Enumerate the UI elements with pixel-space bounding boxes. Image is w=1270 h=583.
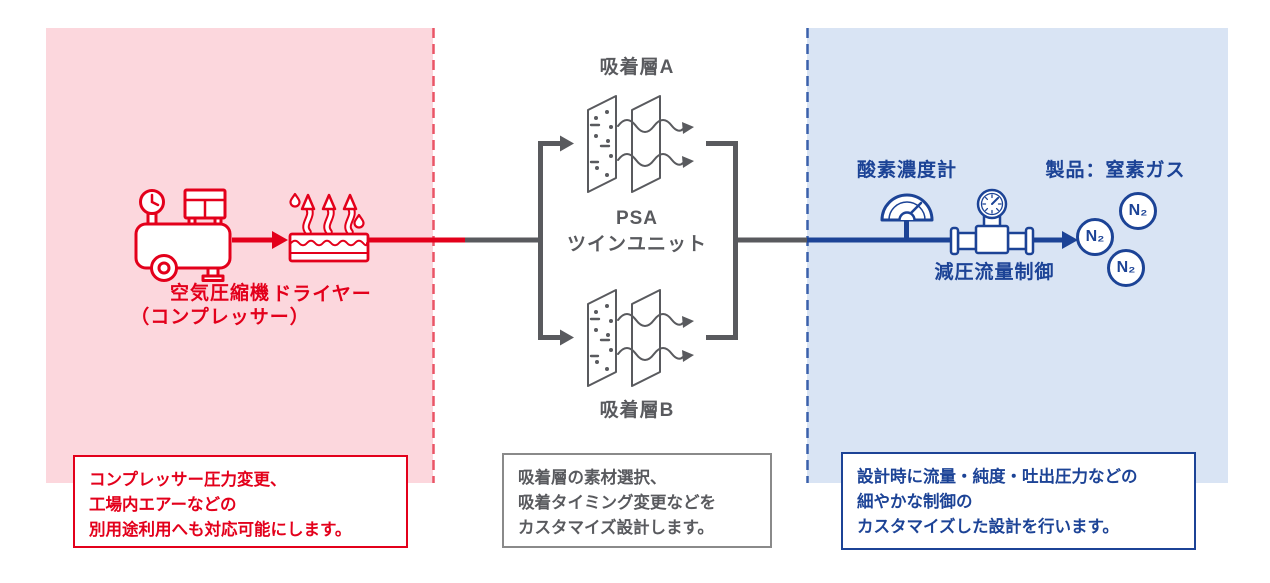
flow-control-label: 減圧流量制御 <box>934 262 1055 283</box>
psa-inlet-bracket <box>538 135 574 346</box>
adsorption-layer-a-icon <box>587 95 694 193</box>
flow-arrow-product <box>807 231 1078 249</box>
steam-arrows <box>300 193 358 236</box>
droplet-right <box>353 213 365 229</box>
oxygen-meter-label: 酸素濃度計 <box>856 160 957 181</box>
dryer-icon <box>288 192 370 263</box>
adsorption-layer-a-label: 吸着層A <box>599 57 675 78</box>
dryer-label: ドライヤー <box>272 284 372 305</box>
n2-molecule: N₂ <box>1119 192 1157 230</box>
adsorption-layer-b-icon <box>587 289 694 387</box>
air-compressor-icon <box>134 188 232 282</box>
compressor-note-box: コンプレッサー圧力変更、 工場内エアーなどの 別用途利用へも対応可能にします。 <box>73 455 408 548</box>
adsorption-note-box: 吸着層の素材選択、 吸着タイミング変更などを カスタマイズ設計します。 <box>502 453 772 548</box>
psa-unit-label: PSA ツインユニット <box>566 208 707 255</box>
n2-molecule: N₂ <box>1076 218 1114 256</box>
adsorption-layer-b-label: 吸着層B <box>599 400 675 421</box>
psa-outlet-bracket <box>706 141 738 340</box>
oxygen-meter-icon <box>880 193 934 222</box>
flow-control-valve-icon <box>949 188 1035 256</box>
product-nitrogen-label: 製品：窒素ガス <box>1045 160 1186 181</box>
product-gas-stage-panel <box>807 28 1228 483</box>
flow-arrow-compressor-to-dryer <box>232 231 288 249</box>
compressor-label: 空気圧縮機 （コンプレッサー） <box>130 283 310 328</box>
n2-molecule: N₂ <box>1107 249 1145 287</box>
droplet-left <box>289 192 301 208</box>
design-note-box: 設計時に流量・純度・吐出圧力などの 細やかな制御の カスタマイズした設計を行いま… <box>841 452 1196 550</box>
